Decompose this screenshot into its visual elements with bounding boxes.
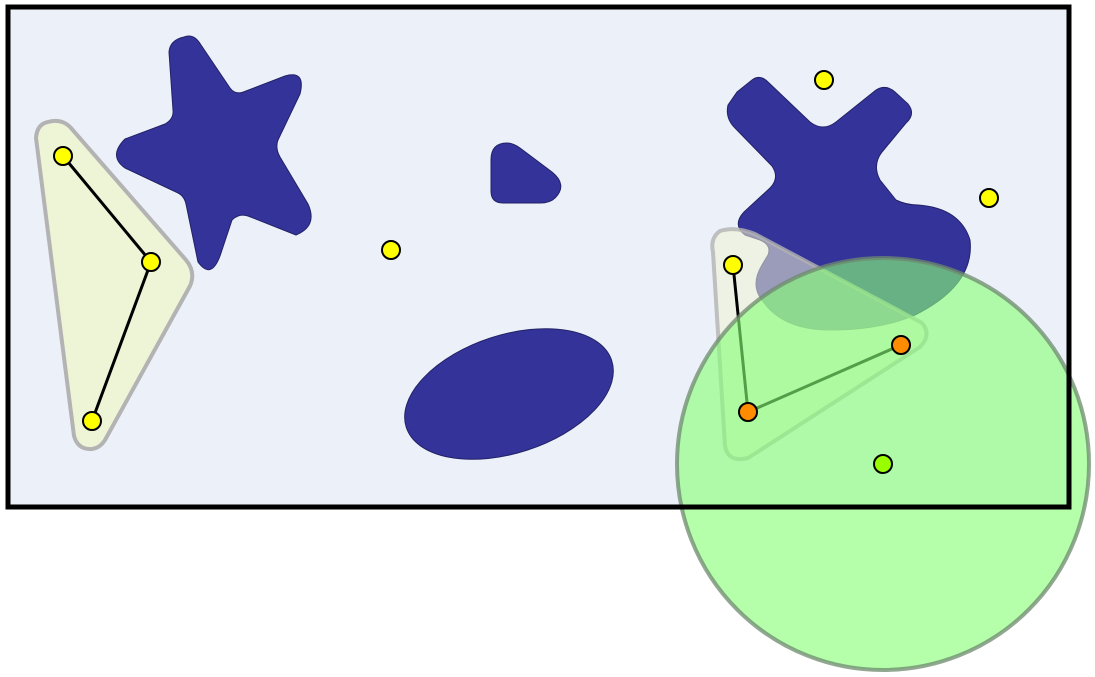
waypoint-node <box>979 188 999 208</box>
obstacle-ellipse <box>404 328 614 460</box>
robot <box>873 454 893 474</box>
sensed-node <box>891 335 911 355</box>
waypoint-node <box>141 252 161 272</box>
waypoint-node <box>82 411 102 431</box>
path-hull-left <box>34 118 195 452</box>
obstacle-star <box>116 35 312 271</box>
waypoint-node <box>723 255 743 275</box>
sensed-node <box>738 402 758 422</box>
waypoint-node <box>381 240 401 260</box>
obstacle-rounded-triangle <box>490 142 562 204</box>
waypoint-node <box>814 70 834 90</box>
waypoint-node <box>53 146 73 166</box>
arena-border <box>5 4 1072 510</box>
